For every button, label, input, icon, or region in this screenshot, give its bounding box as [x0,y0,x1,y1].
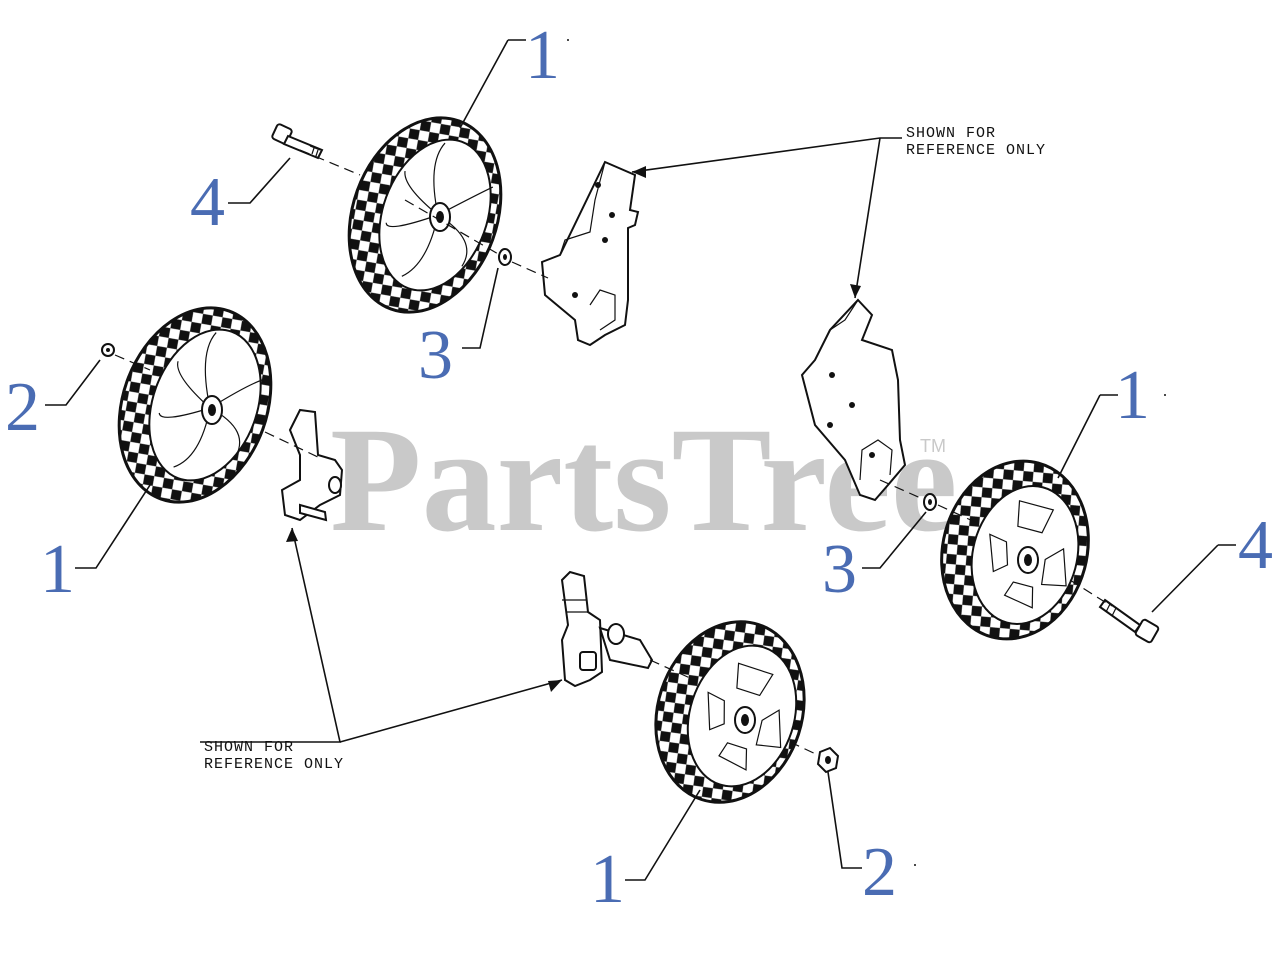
callout-4-top-left: 4 [190,164,225,241]
axis-left [114,354,321,459]
callout-4-right: 4 [1238,507,1273,584]
callout-2-bottom: 2 [862,834,897,911]
callouts: 1 4 3 2 1 1 3 4 1 2 [5,17,1273,918]
adjuster-left-ref [280,408,344,522]
bolt-right [1098,598,1160,644]
reference-arrows [200,137,902,743]
bracket-right-ref [800,298,907,502]
callout-3-top-center: 3 [418,317,453,394]
adjuster-bottom-ref [560,570,654,688]
wheel-right [940,459,1090,641]
bolt-top [271,123,324,160]
watermark-trademark: TM [920,436,946,456]
callout-1-bottom: 1 [590,841,625,918]
note-top-right: SHOWN FOR REFERENCE ONLY [906,125,1046,159]
wheel-top [347,116,503,314]
callout-1-top: 1 [525,17,560,94]
note-top-right-line1: SHOWN FOR [906,125,996,142]
specks [567,39,1166,866]
leader-lines [45,39,1236,881]
callout-1-left: 1 [40,531,75,608]
callout-3-right: 3 [822,531,857,608]
wheel-left [117,306,273,504]
note-bottom-left-line1: SHOWN FOR [204,739,294,756]
axis-top [299,149,549,279]
washer-left [101,343,115,357]
callout-1-right: 1 [1115,357,1150,434]
note-bottom-left-line2: REFERENCE ONLY [204,756,344,773]
bracket-top-ref [540,160,640,347]
axis-bottom [649,659,821,757]
note-top-right-line2: REFERENCE ONLY [906,142,1046,159]
axis-right [879,479,1109,605]
wheel-bottom [654,620,806,804]
washer-right [923,493,937,511]
nut-bottom [816,746,840,774]
washer-top [498,248,512,266]
note-bottom-left: SHOWN FOR REFERENCE ONLY [204,739,344,773]
callout-2-left: 2 [5,369,40,446]
